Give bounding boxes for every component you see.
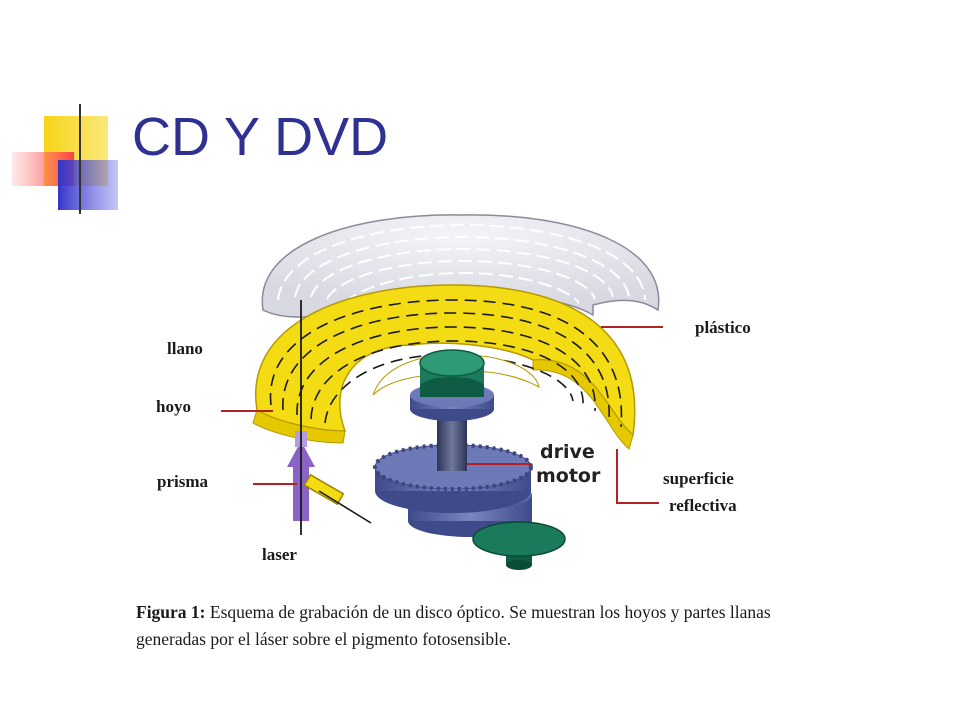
figure-panel: llano hoyo prisma laser plástico drive m… (123, 205, 795, 705)
deco-blue-square (58, 160, 118, 210)
label-drive: drive (540, 441, 595, 463)
label-laser: laser (262, 545, 297, 564)
label-superficie: superficie (663, 469, 734, 488)
dye-layer (252, 284, 636, 453)
label-plastico: plástico (695, 318, 751, 337)
caption-lead: Figura 1: (136, 602, 206, 622)
small-green-gear (472, 521, 566, 570)
label-motor: motor (536, 465, 601, 487)
leader-superficie (616, 449, 659, 504)
label-prisma: prisma (157, 472, 208, 491)
spindle-hub (410, 349, 494, 421)
label-hoyo: hoyo (156, 397, 191, 416)
label-llano: llano (167, 339, 203, 358)
label-reflectiva: reflectiva (669, 496, 737, 515)
slide-decoration (12, 104, 900, 214)
reflected-beam (318, 490, 372, 524)
optical-disc-diagram (221, 214, 663, 570)
caption-text: Esquema de grabación de un disco óptico.… (136, 602, 771, 649)
prism (303, 473, 345, 506)
laser-assembly (287, 300, 372, 535)
drive-motor (373, 349, 566, 570)
slide-title: CD Y DVD (132, 107, 389, 167)
figure-caption: Figura 1: Esquema de grabación de un dis… (136, 599, 776, 653)
